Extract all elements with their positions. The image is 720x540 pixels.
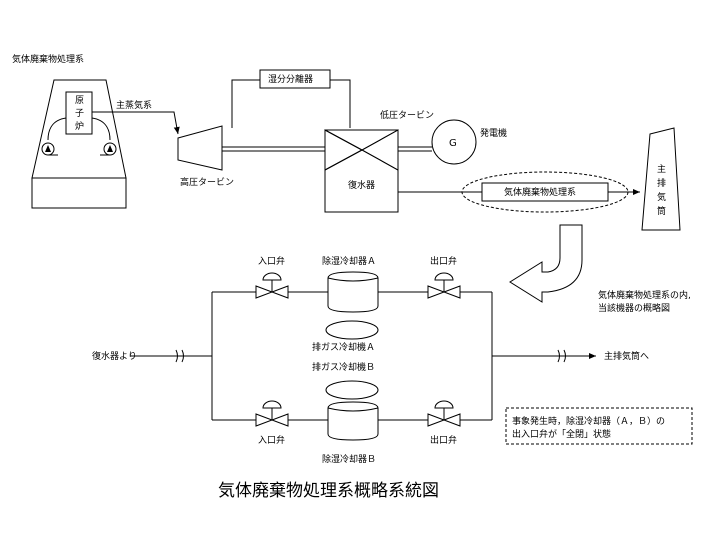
to-stack-label: 主排気筒へ: [604, 350, 649, 362]
top-outlet-valve-label: 出口弁: [430, 255, 457, 267]
svg-text:原: 原: [75, 95, 84, 106]
bottom-outlet-valve-label: 出口弁: [430, 434, 457, 446]
hp-turbine-label: 高圧タービン: [180, 176, 234, 188]
diagram-title: 気体廃棄物処理系概略系統図: [218, 481, 439, 501]
dehumidifier-b: [327, 401, 379, 441]
condenser-label: 復水器: [348, 179, 375, 191]
dehumidifier-a-label: 除湿冷却器Ａ: [322, 255, 376, 267]
gas-waste-box-label: 気体廃棄物処理系: [504, 186, 576, 198]
exhaust-cooler-b: [325, 380, 379, 400]
svg-text:気: 気: [657, 191, 666, 203]
top-outlet-valve: [427, 272, 461, 299]
lp-turbine-label: 低圧タービン: [380, 109, 434, 121]
inlet-break-mark: [175, 349, 184, 363]
reactor-vessel: [65, 91, 93, 135]
top-system-label: 気体廃棄物処理系: [12, 53, 84, 65]
event-note-line-2: 出入口弁が「全閉」状態: [512, 428, 611, 440]
exhaust-cooler-b-label: 排ガス冷却機Ｂ: [312, 361, 375, 373]
moisture-separator-label: 湿分分離器: [268, 73, 313, 85]
event-note-line-1: 事象発生時，除湿冷却器（Ａ，Ｂ）の: [512, 415, 665, 427]
exhaust-cooler-a-label: 排ガス冷却機Ａ: [312, 341, 375, 353]
outlet-break-mark: [557, 349, 566, 363]
svg-text:炉: 炉: [75, 120, 84, 132]
hp-turbine: [177, 125, 223, 171]
top-inlet-valve: [255, 272, 289, 299]
bottom-outlet-valve: [427, 400, 461, 427]
main-steam-line: [92, 111, 180, 135]
generator-symbol: G: [449, 138, 457, 149]
generator-circle: [431, 119, 477, 165]
bottom-inlet-valve: [255, 400, 289, 427]
exhaust-cooler-a: [325, 320, 379, 340]
bottom-inlet-valve-label: 入口弁: [258, 434, 285, 446]
svg-text:筒: 筒: [657, 205, 666, 217]
reactor-building: 原 子 炉: [31, 79, 127, 209]
svg-text:排: 排: [657, 177, 666, 189]
callout-curved-arrow: [509, 224, 583, 303]
moisture-separator-box: [259, 69, 331, 89]
main-stack: [641, 127, 681, 231]
top-inlet-valve-label: 入口弁: [258, 255, 285, 267]
svg-text:主: 主: [657, 163, 666, 175]
main-steam-label: 主蒸気系: [116, 99, 152, 111]
callout-line-2: 当該機器の概略図: [598, 302, 670, 314]
callout-line-1: 気体廃棄物処理系の内,: [598, 289, 691, 301]
dehumidifier-b-label: 除湿冷却器Ｂ: [322, 453, 376, 465]
from-condenser-label: 復水器より: [92, 350, 137, 362]
dehumidifier-a: [327, 271, 379, 313]
generator-label: 発電機: [480, 127, 507, 139]
svg-text:子: 子: [75, 108, 84, 119]
event-note-box: [505, 407, 693, 445]
lp-turbine-condenser: [324, 129, 399, 213]
